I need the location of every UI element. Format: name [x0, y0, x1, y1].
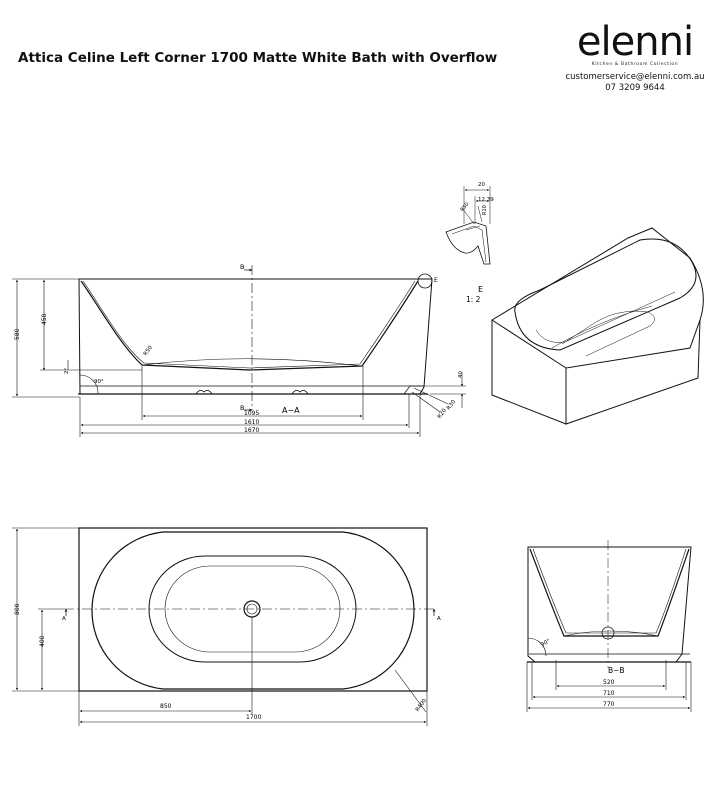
detail-marker-e: E [434, 277, 438, 284]
section-inner-tub [80, 280, 419, 371]
dim-850: 850 [160, 703, 172, 710]
dim-1610: 1610 [244, 419, 259, 426]
section-view-b-b [527, 540, 692, 668]
detail-scale: 1: 2 [466, 295, 481, 304]
dim-r30: R30 [446, 399, 457, 412]
page-title: Attica Celine Left Corner 1700 Matte Whi… [18, 50, 498, 66]
contact-email: customerservice@elenni.com.au [565, 72, 705, 82]
section-dimensions [12, 278, 466, 437]
brand-wordmark: elenni [576, 19, 694, 65]
contact-phone: 07 3209 9644 [605, 83, 665, 93]
marker-a-left: A [62, 616, 66, 622]
dim-1700: 1700 [246, 714, 261, 721]
section-label-a-a: A−A [282, 406, 300, 415]
dim-450: 450 [41, 313, 48, 325]
detail-dim-20: 20 [478, 182, 485, 188]
dim-slope-2: 2° [64, 368, 70, 374]
dim-770: 770 [603, 701, 615, 708]
dim-1670: 1670 [244, 427, 259, 434]
dim-angle-90: 90° [94, 379, 104, 385]
dim-1095: 1095 [244, 410, 259, 417]
brand-tagline: Kitchen & Bathroom Collection [591, 62, 679, 67]
detail-dim-r50: R50 [459, 202, 470, 213]
plan-dimensions [12, 527, 428, 726]
plan-section-markers [64, 608, 436, 616]
dim-520: 520 [603, 679, 615, 686]
detail-label-e: E [478, 285, 483, 294]
detail-view-e [445, 186, 491, 265]
contact-block: customerservice@elenni.com.au 07 3209 96… [560, 72, 710, 94]
marker-b-top: B [240, 263, 244, 271]
dim-800: 800 [14, 603, 21, 615]
isometric-view [491, 227, 704, 425]
section-outer-shell [78, 278, 433, 395]
dim-580: 580 [14, 328, 21, 340]
detail-dim-12-39: 12.39 [478, 197, 494, 203]
marker-a-right: A [437, 616, 441, 622]
detail-dim-r10: R10 [482, 205, 488, 215]
marker-b-bottom: B [240, 404, 244, 412]
brand-logo: elenni Kitchen & Bathroom Collection [570, 22, 700, 67]
dim-r50-wall: R50 [143, 344, 154, 357]
plan-outer-rim [91, 531, 415, 690]
end-section-dimensions [526, 660, 692, 712]
b-angle-90: 90° [540, 638, 552, 648]
plan-inner-basin [148, 555, 357, 663]
section-view-a-a [78, 265, 433, 412]
plan-view [64, 527, 436, 692]
dim-40: 40 [458, 371, 464, 378]
dim-r20: R20 [437, 407, 448, 420]
dim-710: 710 [603, 690, 615, 697]
section-label-b-b: B−B [608, 666, 625, 675]
dim-400: 400 [39, 635, 46, 647]
